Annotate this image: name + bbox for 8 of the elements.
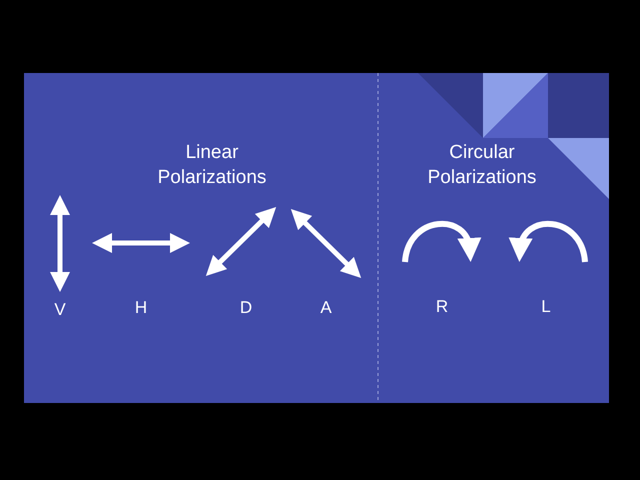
polarization-label: L bbox=[540, 297, 552, 317]
heading: Circular Polarizations bbox=[426, 141, 538, 190]
polarization-label: H bbox=[134, 298, 148, 318]
polarization-label: A bbox=[319, 298, 333, 318]
polarization-label: V bbox=[53, 300, 67, 320]
polarization-label: D bbox=[238, 298, 254, 318]
heading: Linear Polarizations bbox=[156, 141, 268, 190]
polarization-label: R bbox=[434, 297, 450, 317]
